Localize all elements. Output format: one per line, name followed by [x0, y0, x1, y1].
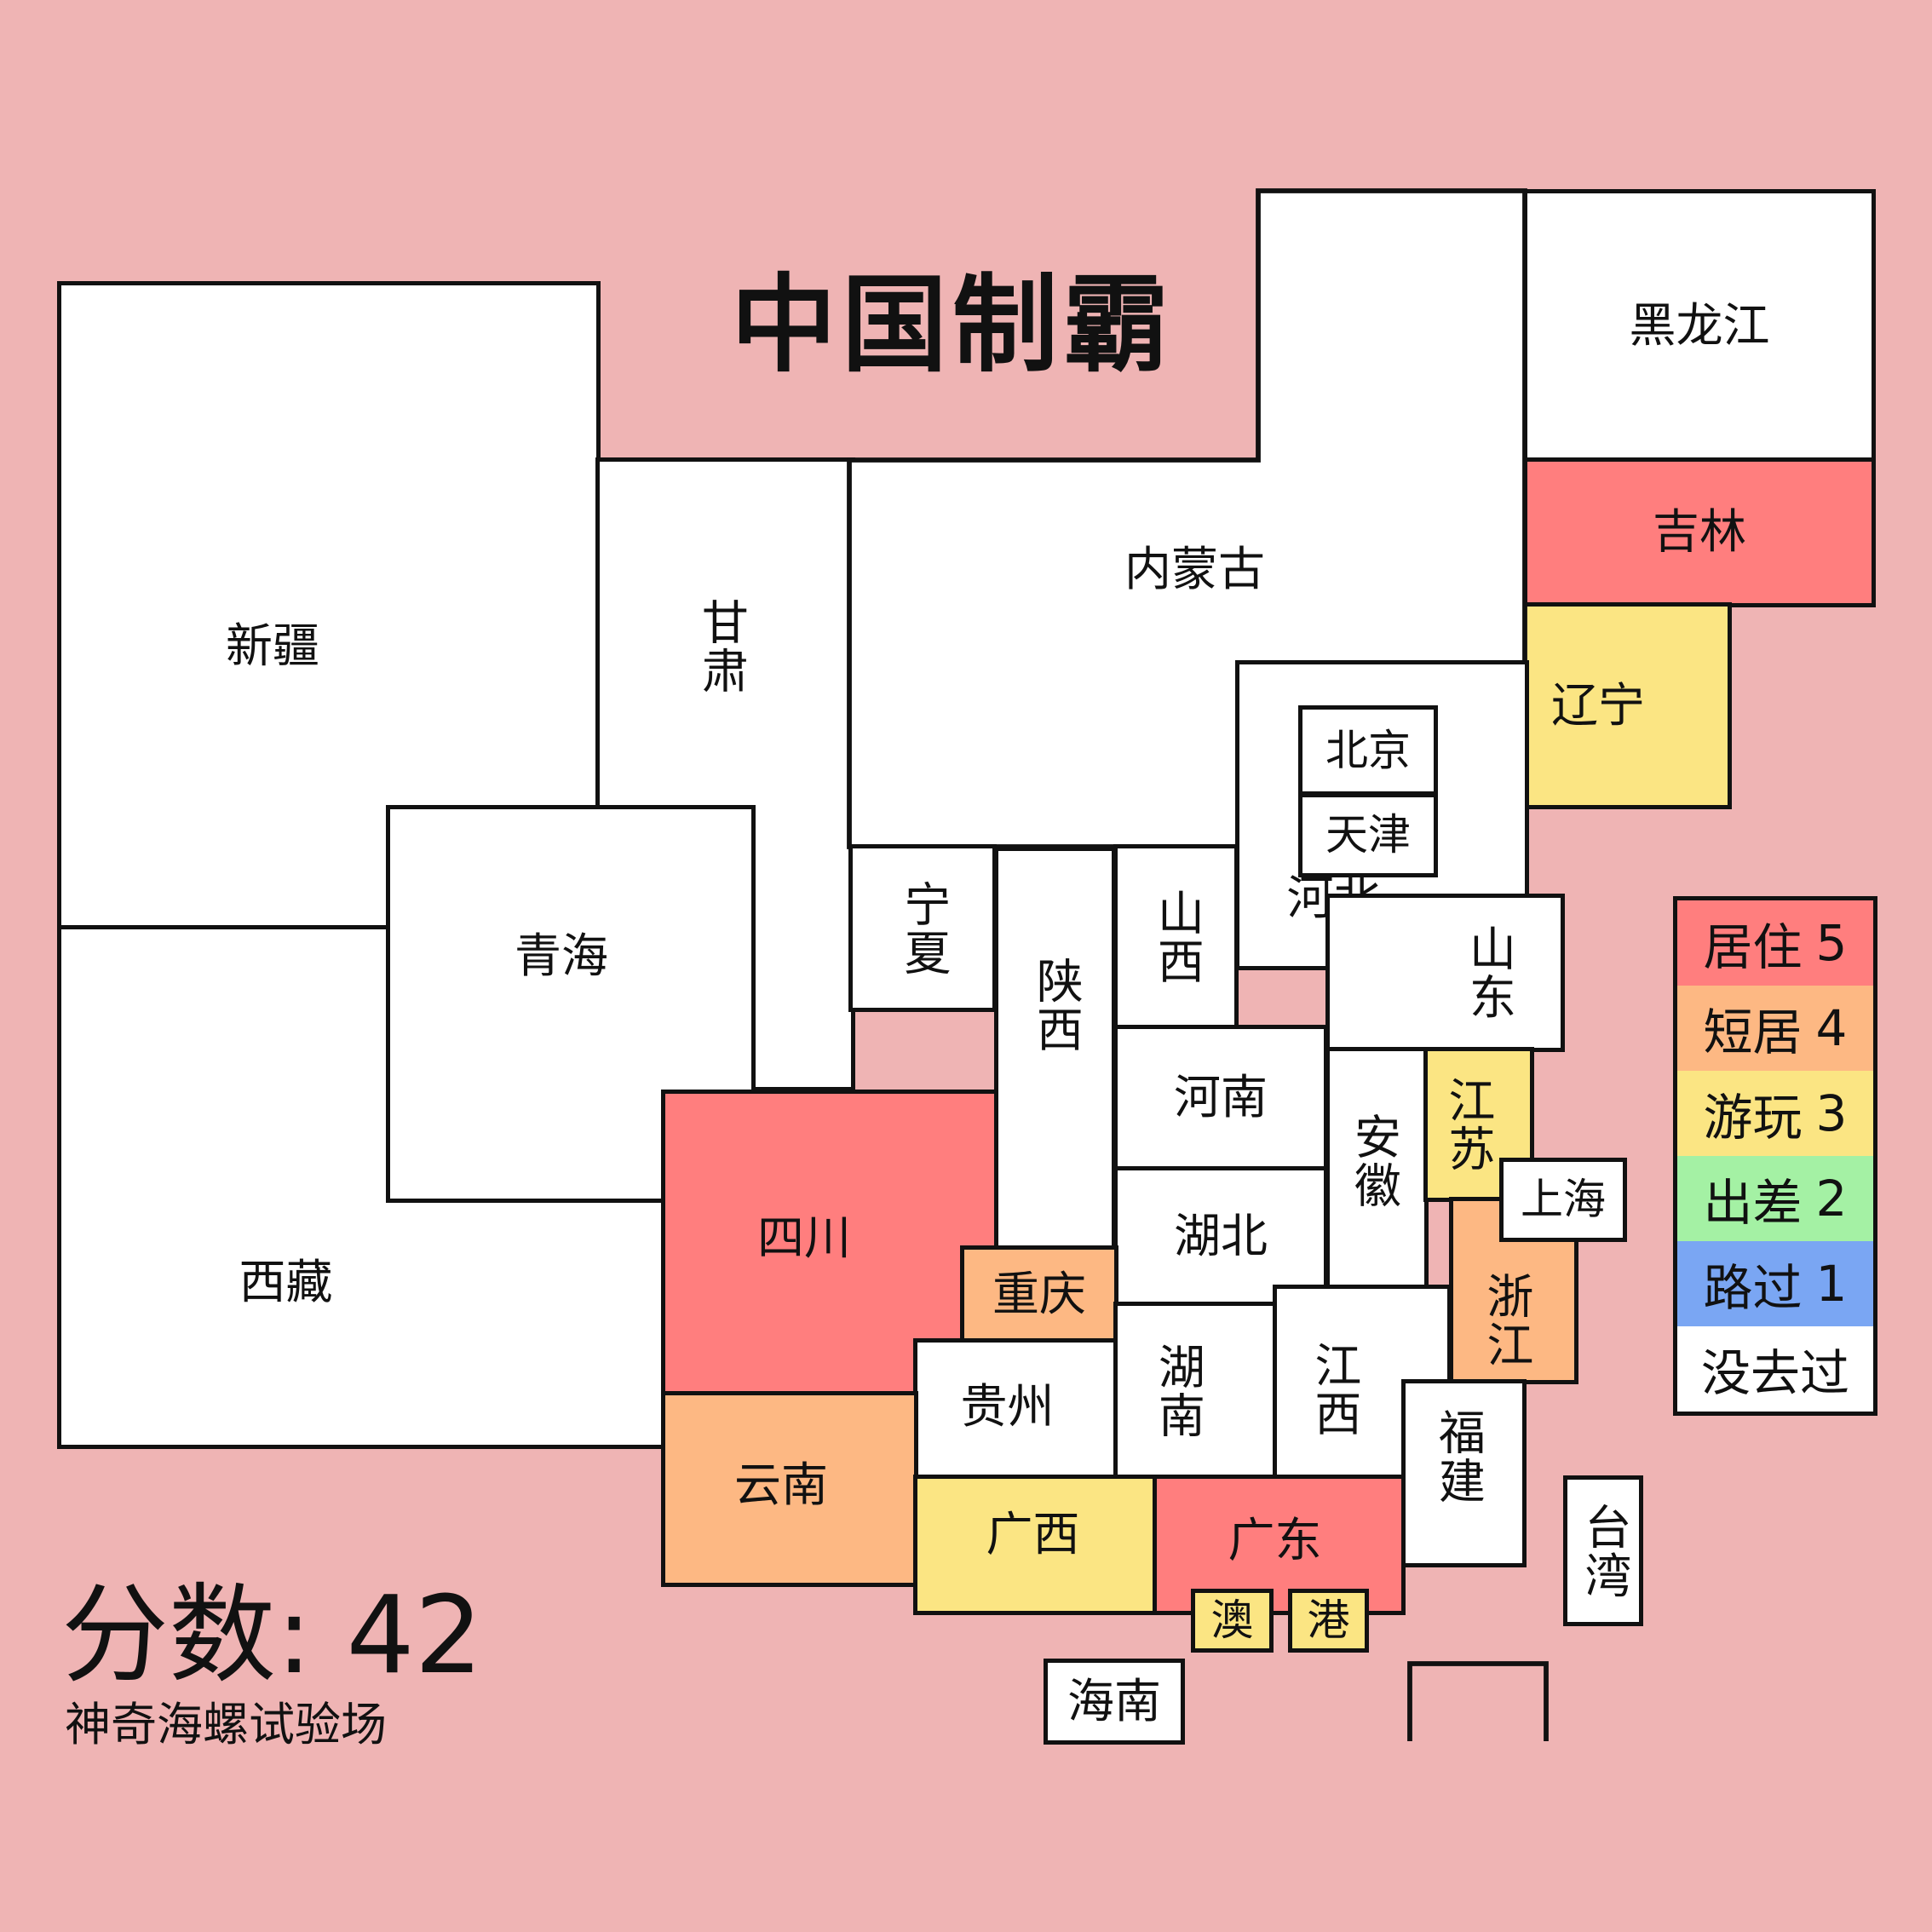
- province-label: 青海: [514, 928, 608, 983]
- province-label: 吉林: [1652, 504, 1746, 560]
- province-shanghai[interactable]: 上海: [1499, 1158, 1627, 1242]
- province-label: 辽宁: [1550, 677, 1645, 733]
- province-label: 湖南: [1150, 1342, 1205, 1440]
- province-label: 河南: [1173, 1070, 1268, 1125]
- province-label: 四川: [756, 1210, 851, 1266]
- score-label: 分数:: [61, 1573, 313, 1698]
- province-label: 黑龙江: [1629, 297, 1770, 353]
- province-label: 贵州: [960, 1379, 1055, 1435]
- province-taiwan[interactable]: 台湾: [1563, 1475, 1643, 1626]
- province-label: 陕西: [1028, 957, 1084, 1054]
- province-label: 重庆: [992, 1266, 1086, 1321]
- score-display: 分数: 42: [61, 1549, 483, 1704]
- legend-label: 没去过: [1700, 1344, 1849, 1402]
- province-label: 湖北: [1173, 1208, 1268, 1263]
- province-aomen[interactable]: 澳: [1191, 1589, 1274, 1653]
- province-label: 广西: [986, 1506, 1080, 1561]
- province-tianjin[interactable]: 天津: [1298, 793, 1438, 877]
- legend-value: 2: [1815, 1170, 1848, 1228]
- legend-label: 游玩: [1703, 1089, 1803, 1147]
- province-fujian[interactable]: 福建: [1401, 1379, 1527, 1567]
- province-henan[interactable]: 河南: [1113, 1025, 1328, 1171]
- province-heilongjiang[interactable]: 黑龙江: [1523, 189, 1876, 463]
- province-label: 广东: [1228, 1512, 1322, 1567]
- province-label: 甘肃: [693, 598, 749, 695]
- legend-label: 出差: [1703, 1174, 1803, 1232]
- legend-label: 路过: [1703, 1259, 1803, 1317]
- province-hainan[interactable]: 海南: [1044, 1659, 1185, 1745]
- province-ningxia[interactable]: 宁夏: [848, 844, 997, 1012]
- province-guizhou[interactable]: 贵州: [913, 1338, 1118, 1480]
- province-label: 西藏: [239, 1254, 333, 1309]
- province-yunnan[interactable]: 云南: [661, 1391, 918, 1587]
- province-label: 海南: [1067, 1673, 1161, 1728]
- province-label: 安徽: [1346, 1113, 1401, 1210]
- province-label: 北京: [1325, 725, 1411, 775]
- province-shandong[interactable]: 山东: [1325, 894, 1565, 1052]
- legend-value: 4: [1815, 999, 1848, 1057]
- legend-label: 居住: [1703, 918, 1803, 976]
- province-hunan[interactable]: 湖南: [1113, 1302, 1278, 1480]
- legend-item[interactable]: 没去过: [1677, 1326, 1873, 1412]
- legend-label: 短居: [1703, 1003, 1803, 1061]
- legend-value: 3: [1815, 1084, 1848, 1142]
- province-label: 上海: [1521, 1175, 1606, 1225]
- province-label: 新疆: [225, 618, 319, 674]
- legend-value: 1: [1815, 1255, 1848, 1313]
- score-value: 42: [346, 1573, 483, 1698]
- legend-value: 5: [1815, 914, 1848, 972]
- province-label: 内蒙古: [1124, 542, 1266, 596]
- province-label: 宁夏: [895, 879, 951, 977]
- province-label: 浙江: [1478, 1272, 1533, 1369]
- province-jilin[interactable]: 吉林: [1523, 457, 1876, 607]
- province-label: 澳: [1210, 1596, 1254, 1646]
- province-label: 云南: [733, 1458, 828, 1513]
- province-label: 山西: [1149, 888, 1205, 986]
- game-title: 中国制霸: [731, 264, 1175, 387]
- province-anhui[interactable]: 安徽: [1325, 1047, 1429, 1292]
- province-beijing[interactable]: 北京: [1298, 705, 1438, 796]
- subtitle: 神奇海螺试验场: [65, 1698, 387, 1751]
- province-xianggang[interactable]: 港: [1288, 1589, 1369, 1653]
- province-label: 江苏: [1440, 1076, 1495, 1173]
- province-guangxi[interactable]: 广西: [913, 1475, 1158, 1615]
- province-shanxi[interactable]: 山西: [1113, 844, 1239, 1030]
- province-label: 山东: [1461, 924, 1516, 1021]
- province-label: 港: [1307, 1596, 1350, 1646]
- province-label: 台湾: [1576, 1502, 1631, 1600]
- province-label: 福建: [1430, 1407, 1486, 1505]
- province-chongqing[interactable]: 重庆: [960, 1245, 1118, 1343]
- south-china-sea-marker: [1407, 1661, 1549, 1741]
- province-label: 江西: [1306, 1340, 1361, 1438]
- province-label: 天津: [1325, 810, 1411, 860]
- province-shaanxi[interactable]: 陕西: [994, 847, 1116, 1279]
